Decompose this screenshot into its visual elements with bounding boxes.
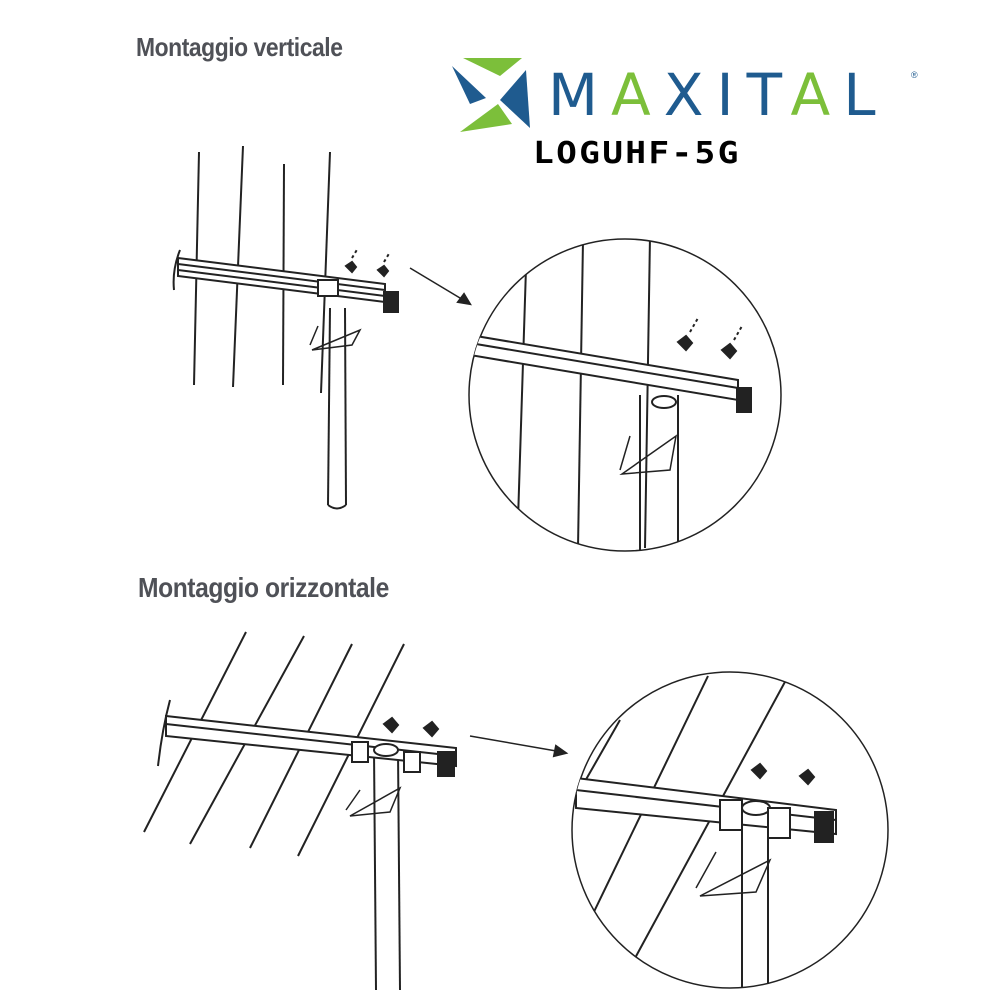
section-heading-vertical: Montaggio verticale <box>136 32 343 62</box>
registered-mark: ® <box>911 70 918 80</box>
brand-wordmark: MAXITAL <box>548 61 889 129</box>
section-heading-horizontal: Montaggio orizzontale <box>138 572 389 603</box>
model-name: LOGUHF-5G <box>533 136 741 171</box>
